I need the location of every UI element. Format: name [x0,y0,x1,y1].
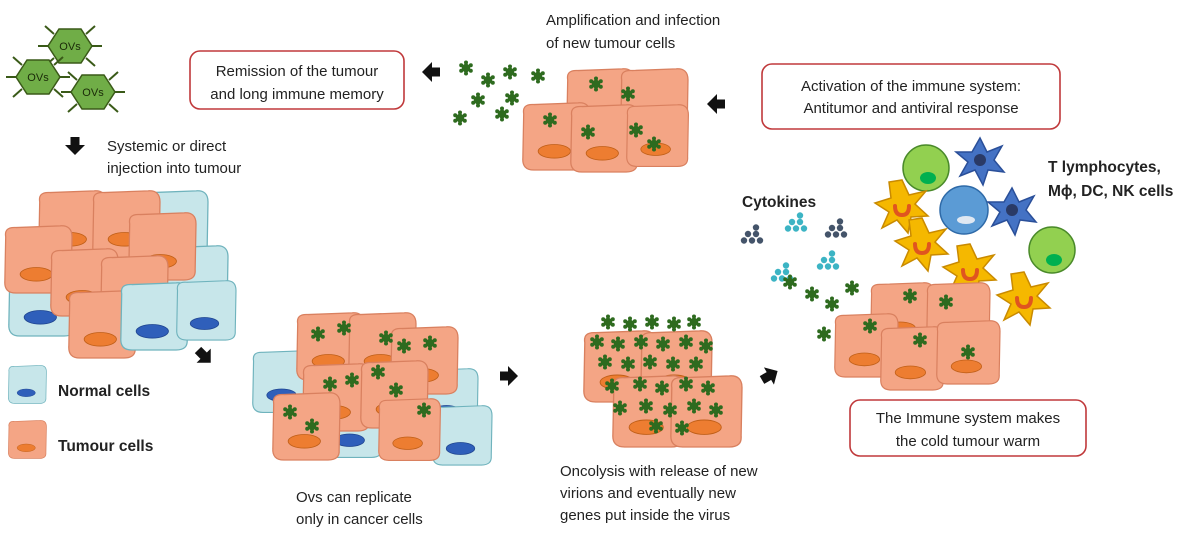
warm-line2: the cold tumour warm [896,433,1040,450]
ov-particles: OVs OVs OVs [5,25,126,113]
round-cell-icon [939,185,989,235]
ov-label: OVs [27,72,49,84]
step3-line1: Oncolysis with release of new [560,463,758,480]
tumour-mass-immune [834,282,1001,391]
tumour-mass-initial [4,190,237,359]
arrow-icon [707,94,725,114]
ov-particle-1: OVs [37,25,103,67]
amplification-line2: of new tumour cells [546,35,675,52]
step1-line1: Systemic or direct [107,138,227,155]
tumour-mass-infected [252,312,493,466]
dot-cluster-icon [784,212,808,232]
arrow-icon [500,366,518,386]
macrophage-icon [995,270,1052,327]
legend: Normal cells Tumour cells [8,365,153,459]
dot-cluster-icon [740,224,764,244]
star-cell-icon [987,187,1037,236]
remission-line1: Remission of the tumour [216,63,379,80]
immune-cells-line1: T lymphocytes, [1048,159,1161,176]
ov-label: OVs [59,41,81,53]
round-cell-icon [1028,226,1076,274]
activation-line2: Antitumor and antiviral response [803,100,1018,117]
cytokines-label: Cytokines [742,194,816,211]
step2-line1: Ovs can replicate [296,489,412,506]
immune-cells-line2: Mϕ, DC, NK cells [1048,183,1173,200]
legend-normal: Normal cells [58,383,150,400]
star-cell-icon [955,137,1005,186]
remission-line2: and long immune memory [210,86,384,103]
activation-line1: Activation of the immune system: [801,78,1021,95]
normal-cell-swatch [8,365,47,404]
cytokines [740,212,848,282]
activation-box: Activation of the immune system: Antitum… [761,63,1061,130]
arrow-icon [422,62,440,82]
remission-box: Remission of the tumour and long immune … [189,50,405,110]
step3-line3: genes put inside the virus [560,507,730,524]
arrow-icon [190,342,218,370]
dot-cluster-icon [824,218,848,238]
warm-tumour-box: The Immune system makes the cold tumour … [849,399,1087,457]
ov-particle-2: OVs [5,56,71,98]
step3-line2: virions and eventually new [560,485,736,502]
legend-tumour: Tumour cells [58,438,153,455]
amplification-line1: Amplification and infection [546,12,720,29]
arrow-icon [757,362,783,389]
arrow-icon [65,137,85,155]
tumour-cell-swatch [8,420,47,459]
warm-line1: The Immune system makes [876,410,1060,427]
step2-line2: only in cancer cells [296,511,423,528]
dot-cluster-icon [816,250,840,270]
ov-particle-3: OVs [60,71,126,113]
step1-line2: injection into tumour [107,160,241,177]
ov-label: OVs [82,87,104,99]
round-cell-icon [902,144,950,192]
